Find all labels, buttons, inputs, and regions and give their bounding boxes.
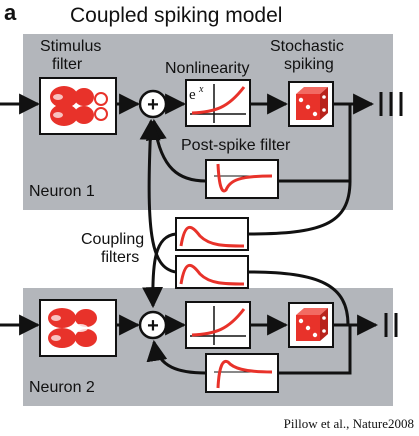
coupling-curve-icon [179, 226, 245, 248]
figure-credit: Pillow et al., Nature2008 [284, 416, 414, 431]
stimulus-filter-label-1: Stimulus [40, 38, 101, 55]
post-spike-curve-icon [216, 359, 273, 389]
n2-sum-node: + [138, 310, 168, 340]
coupling-curve-icon [179, 264, 245, 286]
exp-base-label: e [189, 87, 196, 103]
exponential-curve-icon [191, 308, 246, 337]
n2-post-spike-filter-box [205, 353, 279, 393]
stimulus-filter-label-2: filter [52, 56, 83, 73]
n2-sum-symbol: + [147, 315, 159, 337]
coupling-filters-label-1: Coupling [81, 231, 144, 248]
dice-icon [296, 308, 328, 341]
dice-icon [296, 87, 328, 120]
n2-dice-to-postspike-line [278, 325, 352, 375]
stochastic-label-1: Stochastic [270, 38, 344, 55]
coupling-filter-top-box [175, 217, 249, 251]
n2-stimulus-filter-box [39, 299, 117, 357]
n2-spike-train-icon [384, 313, 398, 337]
n1-stimulus-filter-box [39, 77, 117, 135]
n2-to-coupling-line [247, 270, 350, 326]
n1-to-coupling-line [247, 180, 352, 236]
coupling-filters-label-2: filters [101, 249, 139, 266]
n1-sum-symbol: + [147, 94, 159, 116]
post-spike-filter-label: Post-spike filter [181, 137, 291, 154]
coupling-filter-bottom-box [175, 255, 249, 289]
exp-power-label: x [198, 84, 204, 95]
n1-sum-node: + [138, 89, 168, 119]
n1-nonlinearity-box: e x [185, 79, 251, 127]
neuron2-label: Neuron 2 [29, 379, 95, 396]
nonlinearity-label: Nonlinearity [165, 60, 249, 77]
n2-dice-box [288, 302, 334, 348]
receptive-field-icon [48, 308, 100, 348]
n2-nonlinearity-box [185, 301, 251, 349]
post-spike-curve-icon [216, 163, 273, 193]
neuron1-label: Neuron 1 [29, 183, 95, 200]
stochastic-label-2: spiking [284, 56, 334, 73]
receptive-field-icon [50, 86, 108, 126]
n1-dice-box [288, 81, 334, 127]
n1-post-spike-filter-box [205, 159, 279, 199]
coupling-to-n1-sum-arrow [139, 118, 177, 274]
n2-postspike-to-sum-arrow [146, 339, 207, 375]
n1-spike-train-icon [379, 92, 403, 116]
exponential-curve-icon [191, 86, 246, 115]
panel-letter: a [4, 0, 17, 25]
figure-title: Coupled spiking model [70, 4, 282, 27]
